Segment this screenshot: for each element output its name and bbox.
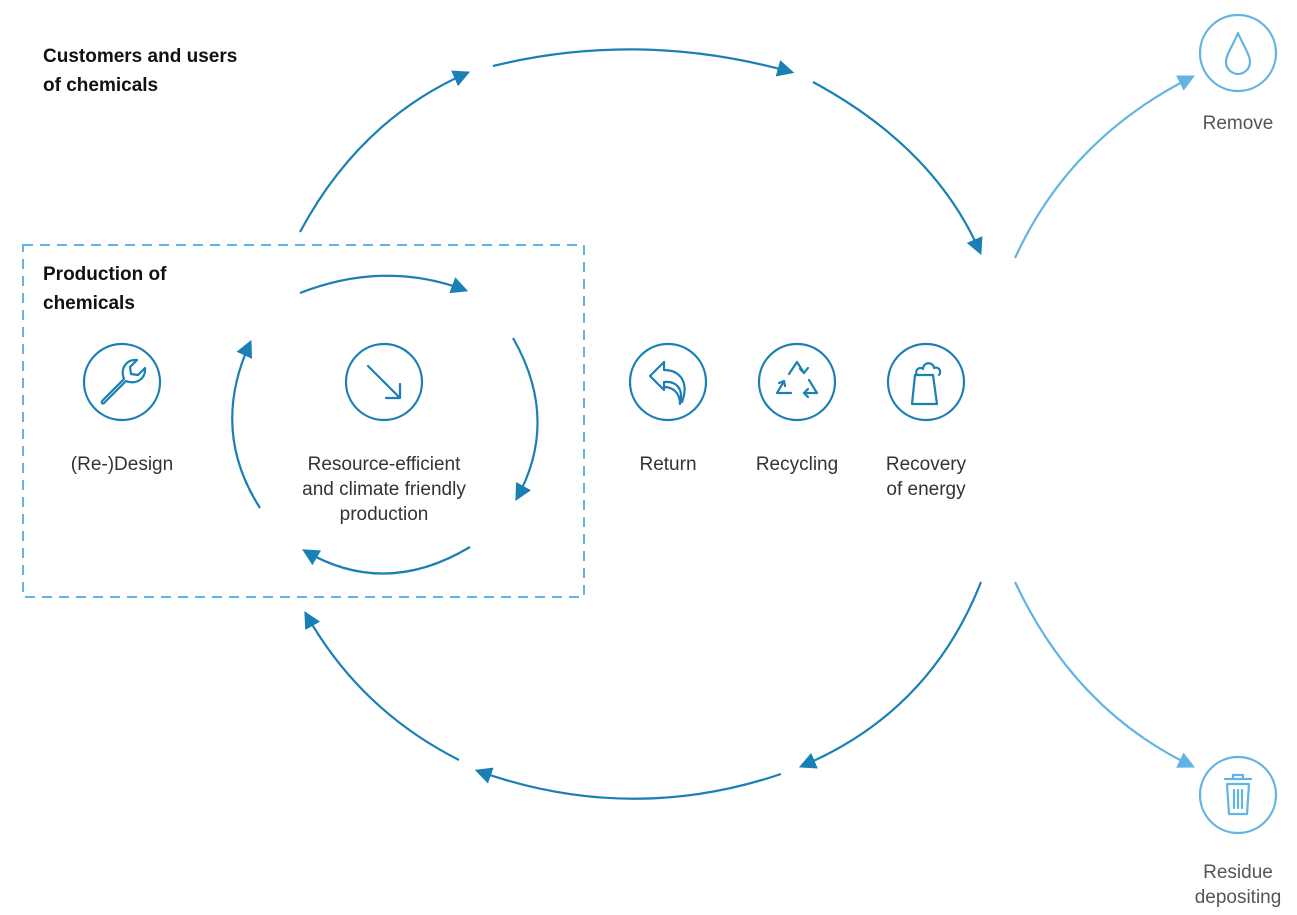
factory-chimney-icon [886,342,966,422]
heading-production-line-2: chemicals [43,293,135,314]
recycle-icon [757,342,837,422]
arrow-to-residue [1014,581,1196,768]
label-resource-efficient: Resource-efficient and climate friendly … [284,452,484,527]
arrow-customers-top [492,48,795,77]
arrow-recovery-down [798,581,983,769]
main-cycle [299,48,983,800]
return-arrow-icon [628,342,708,422]
arrow-production-to-customers [299,70,471,233]
label-resource-efficient-line-3: production [339,504,429,525]
heading-production-line-1: Production of [43,264,167,285]
wrench-icon [82,342,162,422]
water-drop-icon [1198,13,1278,93]
production-cycle [231,274,539,575]
label-recycling: Recycling [737,452,857,477]
label-redesign: (Re-)Design [47,452,197,477]
heading-customers-line-2: of chemicals [43,75,159,96]
label-residue-line-2: depositing [1194,887,1282,908]
label-recycling-line-1: Recycling [755,454,839,475]
label-resource-efficient-line-1: Resource-efficient [307,454,461,475]
trash-bin-icon [1198,755,1278,835]
heading-customers: Customers and users of chemicals [43,42,237,100]
label-redesign-line-1: (Re-)Design [70,454,174,475]
arrow-customers-to-recovery [812,81,983,256]
label-recovery: Recovery of energy [866,452,986,502]
exit-arrows [1014,75,1196,768]
label-recovery-line-1: Recovery [885,454,967,475]
production-boundary [22,244,585,598]
heading-customers-line-1: Customers and users [43,46,238,67]
label-residue-line-1: Residue [1203,862,1273,883]
label-return-line-1: Return [639,454,697,475]
label-remove: Remove [1188,111,1288,136]
arrow-small-top [299,274,469,295]
label-resource-efficient-line-2: and climate friendly [302,479,466,500]
arrow-down-right-icon [344,342,424,422]
heading-production: Production of chemicals [43,260,166,318]
arrow-small-bottom [302,546,471,575]
arrow-small-right [512,337,539,501]
label-return: Return [608,452,728,477]
label-remove-line-1: Remove [1202,113,1274,134]
arrow-back-to-production [304,611,460,761]
arrow-bottom-return [474,767,782,800]
label-recovery-line-2: of energy [886,479,966,500]
label-residue: Residue depositing [1188,860,1288,910]
arrow-to-remove [1014,75,1196,259]
arrow-small-left [231,339,261,509]
